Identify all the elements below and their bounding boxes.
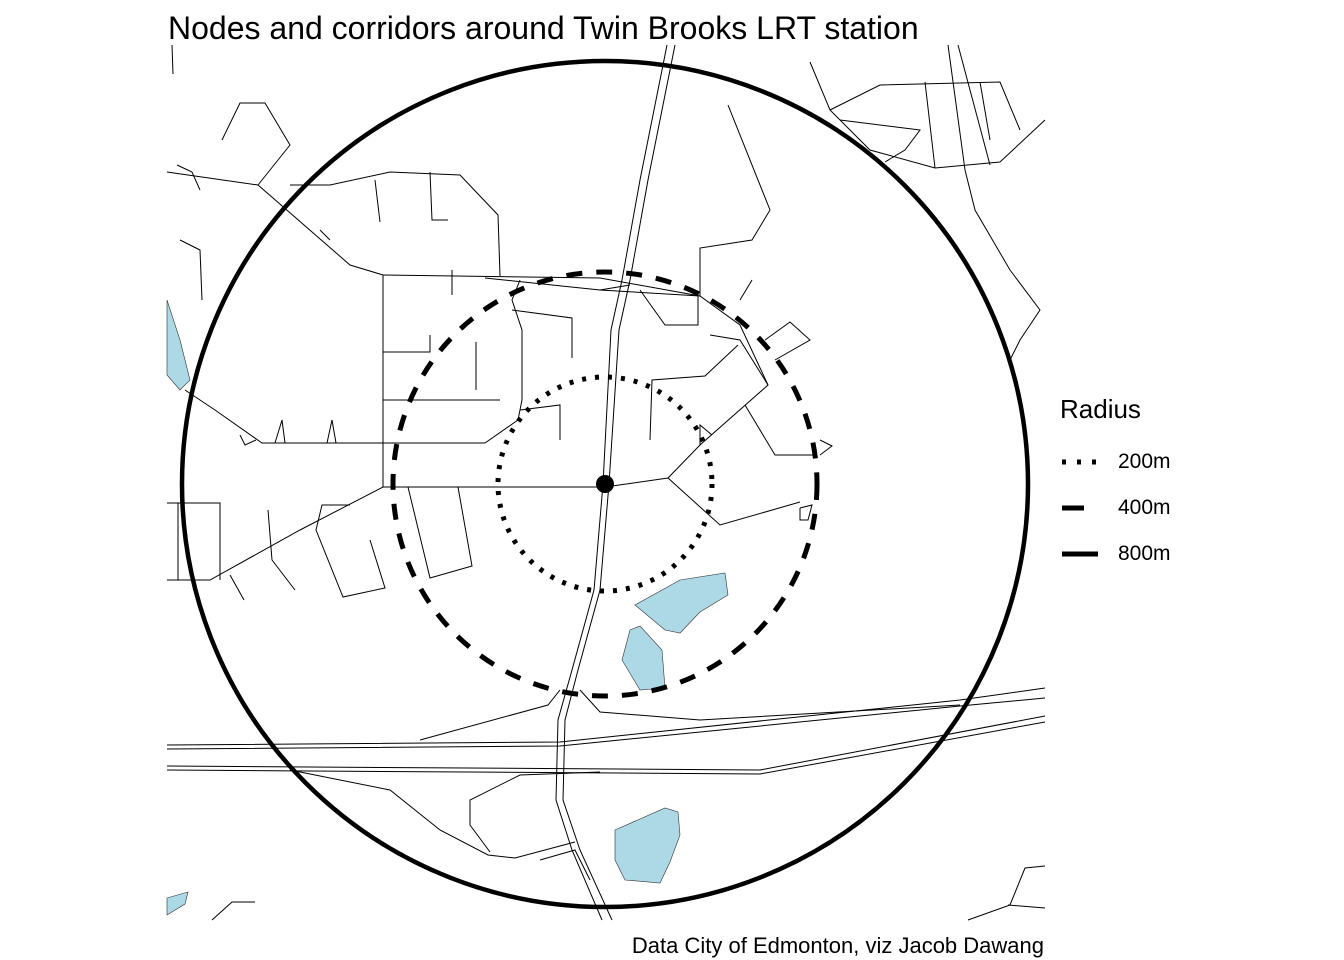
road (171, 44, 174, 75)
road (469, 771, 601, 853)
legend-item-400m: 400m (1060, 485, 1171, 531)
road (809, 61, 1046, 169)
road (1007, 904, 1046, 909)
road (221, 102, 291, 186)
road (839, 119, 921, 163)
road (229, 574, 245, 601)
radius-400m-circle (390, 269, 820, 699)
dotted-line-icon (1062, 459, 1098, 465)
road (382, 274, 769, 386)
road (267, 509, 296, 591)
map-caption: Data City of Edmonton, viz Jacob Dawang (631, 933, 1044, 958)
road (184, 389, 383, 444)
solid-line-icon (1062, 551, 1098, 557)
road (289, 769, 576, 859)
pond (621, 625, 666, 691)
road (699, 423, 713, 445)
road (319, 229, 331, 241)
road (599, 284, 631, 291)
road (819, 439, 833, 456)
pond (166, 299, 191, 391)
highway (166, 721, 1046, 775)
radius-200m-circle (495, 374, 715, 594)
road (924, 81, 936, 169)
lrt-line-2 (562, 44, 676, 921)
road (166, 171, 384, 276)
highway (166, 697, 1046, 750)
legend-item-200m: 200m (1060, 439, 1171, 485)
road (519, 404, 561, 440)
legend-label: 400m (1118, 496, 1171, 519)
highway (166, 687, 1046, 746)
road (649, 344, 739, 441)
road (979, 81, 991, 141)
legend-label: 200m (1118, 450, 1171, 473)
road (315, 504, 386, 598)
lrt-line (555, 44, 668, 921)
road (326, 419, 337, 444)
road (947, 44, 1041, 361)
road (290, 171, 501, 277)
road (967, 865, 1046, 921)
road (374, 179, 381, 223)
map-title: Nodes and corridors around Twin Brooks L… (168, 10, 919, 46)
road (799, 504, 813, 521)
road (744, 404, 815, 456)
road (274, 419, 286, 444)
road (829, 81, 1021, 131)
road (383, 335, 431, 353)
road (176, 164, 201, 191)
road (211, 901, 255, 921)
pond (634, 572, 729, 634)
road-network (166, 44, 1046, 921)
road (579, 689, 961, 721)
road (539, 849, 591, 881)
legend-title: Radius (1060, 394, 1141, 424)
road (957, 44, 991, 166)
road (739, 279, 753, 301)
radius-circles (179, 58, 1031, 910)
road (639, 289, 699, 326)
pond (614, 807, 681, 884)
road (764, 321, 811, 361)
water-bodies (166, 299, 729, 916)
road (167, 502, 221, 580)
highway (166, 715, 1046, 771)
road (699, 104, 771, 296)
legend: Radius 200m 400m 800m (1060, 394, 1171, 577)
radius-800m-circle (179, 58, 1031, 910)
legend-label: 800m (1118, 542, 1171, 565)
road (179, 239, 203, 301)
legend-item-800m: 800m (1060, 531, 1171, 577)
road (667, 477, 801, 526)
road (239, 434, 257, 446)
road (419, 689, 561, 741)
station-node-icon (596, 475, 614, 493)
road (383, 279, 523, 444)
road (511, 309, 573, 358)
road (429, 171, 448, 221)
pond (166, 891, 189, 916)
road (167, 486, 384, 581)
road (407, 486, 473, 579)
dashed-line-icon (1062, 505, 1098, 511)
